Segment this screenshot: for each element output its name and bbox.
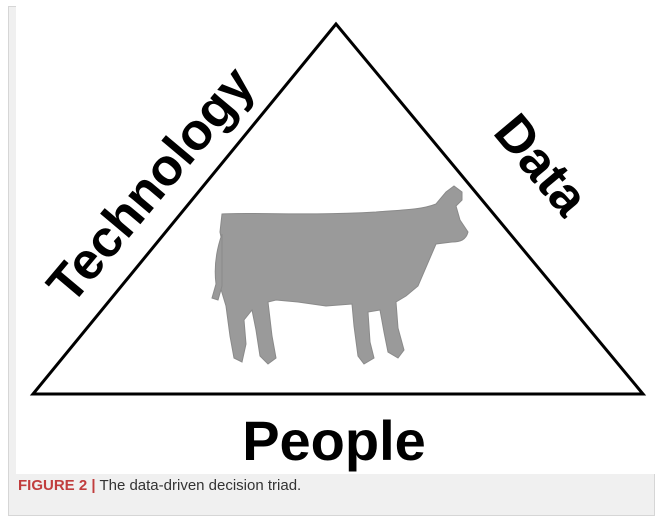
triangle-outline bbox=[29, 21, 647, 396]
caption-text: The data-driven decision triad. bbox=[95, 477, 302, 494]
figure-caption: FIGURE 2 | The data-driven decision tria… bbox=[18, 476, 638, 496]
label-data: Data bbox=[483, 103, 601, 227]
caption-label: FIGURE 2 | bbox=[18, 477, 96, 494]
triad-svg: Technology Data People bbox=[29, 21, 647, 472]
triad-diagram: Technology Data People bbox=[16, 6, 656, 474]
label-people: People bbox=[242, 409, 426, 472]
cow-silhouette bbox=[211, 185, 469, 365]
